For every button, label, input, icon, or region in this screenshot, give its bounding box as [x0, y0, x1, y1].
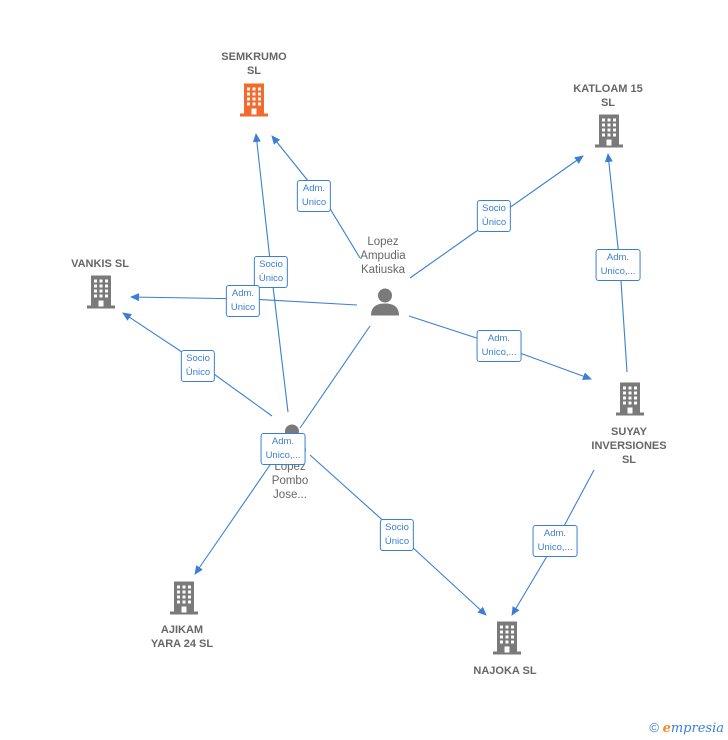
edge-line-pombo-ajikam — [194, 464, 271, 575]
edge-label-ampudia-vankis[interactable]: Adm. Unico — [225, 285, 261, 317]
edge-label-suyay-katloam[interactable]: Adm. Unico,... — [595, 249, 641, 281]
copyright-icon: © — [649, 720, 659, 735]
edge-label-pombo-semkrumo[interactable]: Socio Único — [253, 256, 289, 288]
edge-label-ampudia-katloam[interactable]: Socio Único — [476, 200, 512, 232]
building-icon-najoka[interactable] — [491, 620, 523, 661]
node-label-semkrumo[interactable]: SEMKRUMO SL — [221, 51, 287, 77]
brand-footer: © empresia — [649, 720, 724, 736]
edge-label-ampudia-semkrumo[interactable]: Adm. Unico — [296, 180, 332, 212]
node-label-vankis[interactable]: VANKIS SL — [71, 258, 129, 270]
edge-label-ampudia-suyay[interactable]: Adm. Unico,... — [476, 330, 522, 362]
edge-label-pombo-vankis[interactable]: Socio Único — [180, 350, 216, 382]
node-label-ajikam[interactable]: AJIKAM YARA 24 SL — [150, 624, 214, 650]
building-icon-ajikam[interactable] — [168, 580, 200, 621]
brand-logo: empresia — [662, 721, 724, 736]
node-label-lopez-pombo[interactable]: Lopez Pombo Jose... — [271, 461, 309, 501]
edge-label-ampudia-pombo[interactable]: Adm. Unico,... — [260, 433, 306, 465]
edge-line-ampudia-pombo — [299, 325, 371, 429]
node-label-katloam[interactable]: KATLOAM 15 SL — [573, 83, 643, 109]
edge-label-pombo-najoka[interactable]: Socio Único — [379, 519, 415, 551]
edge-label-suyay-najoka[interactable]: Adm. Unico,... — [532, 525, 578, 557]
person-icon-lopez-ampudia[interactable] — [370, 287, 400, 322]
node-label-suyay[interactable]: SUYAY INVERSIONES SL — [591, 426, 667, 466]
building-icon-vankis[interactable] — [85, 274, 117, 315]
building-icon-katloam[interactable] — [593, 113, 625, 154]
building-icon-suyay[interactable] — [614, 381, 646, 422]
node-label-lopez-ampudia[interactable]: Lopez Ampudia Katiuska — [360, 236, 406, 276]
node-label-najoka[interactable]: NAJOKA SL — [473, 665, 537, 677]
building-icon-semkrumo[interactable] — [238, 82, 270, 123]
